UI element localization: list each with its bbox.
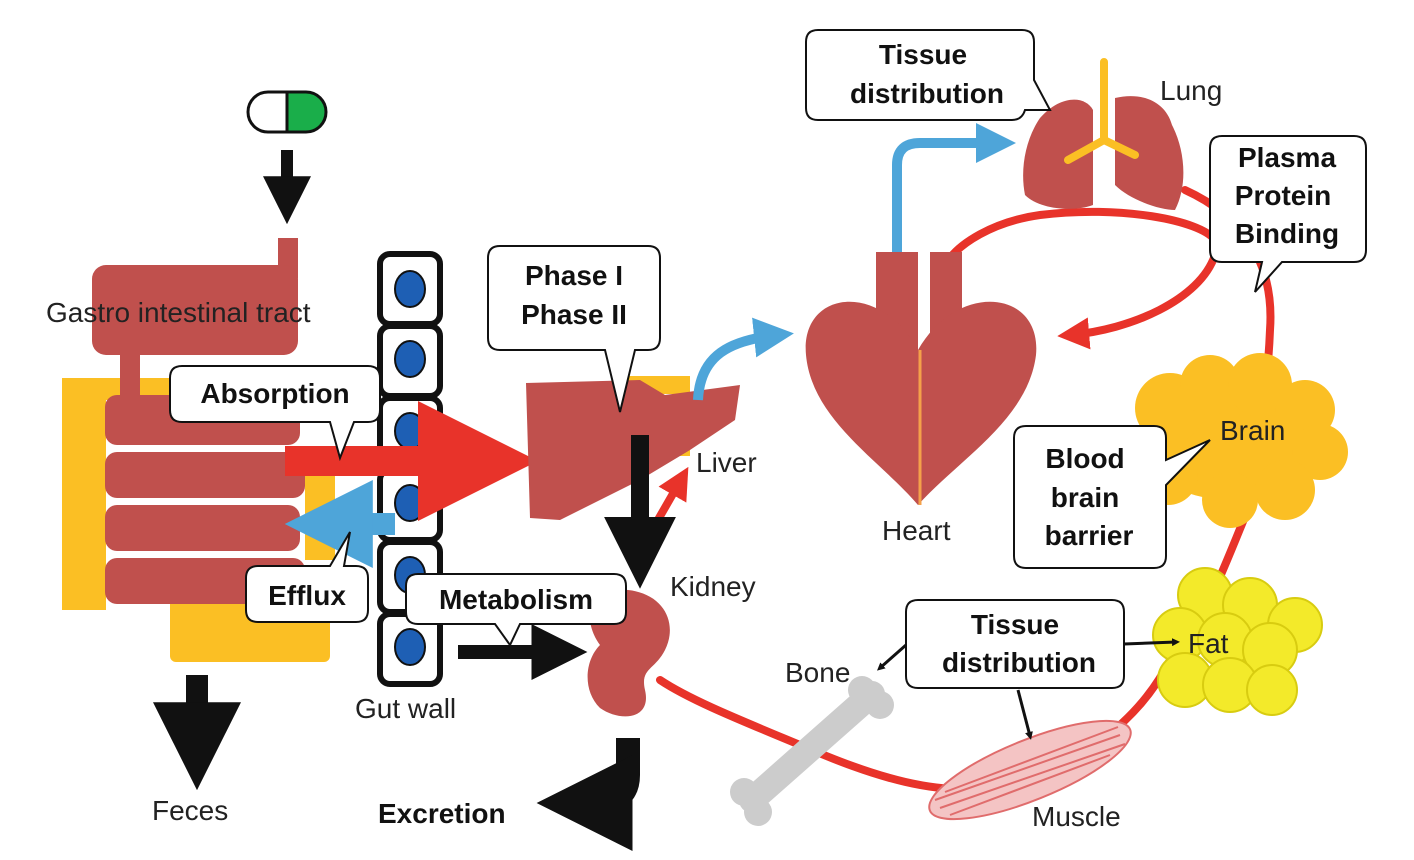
heart-to-lung-arrow: [892, 123, 1016, 252]
fat-label: Fat: [1188, 628, 1229, 659]
gut-wall-cell: [377, 323, 443, 399]
gi-tract-label: Gastro intestinal tract: [46, 297, 311, 328]
liver-label: Liver: [696, 447, 757, 478]
tissue-distribution-bottom-callout: Tissue distribution: [905, 599, 1125, 689]
metabolism-text: Metabolism: [439, 584, 593, 615]
efflux-text: Efflux: [268, 580, 346, 611]
bone-shape: [730, 676, 894, 826]
ppb-line-2: Protein: [1235, 180, 1331, 211]
feces-label: Feces: [152, 795, 228, 826]
tissue-top-line-1: Tissue: [879, 39, 967, 70]
blood-brain-barrier-callout: Blood brain barrier: [1013, 425, 1211, 569]
phase-2-text: Phase II: [521, 299, 627, 330]
brain-label: Brain: [1220, 415, 1285, 446]
tissue-bottom-line-2: distribution: [942, 647, 1096, 678]
bbb-line-1: Blood: [1045, 443, 1124, 474]
to-muscle-arrow: [1016, 689, 1033, 740]
tissue-distribution-top-callout: Tissue distribution: [805, 29, 1052, 121]
fat-shape: [1152, 567, 1323, 716]
phase-callout: Phase I Phase II: [487, 245, 661, 413]
bbb-line-2: brain: [1051, 482, 1119, 513]
lung-shape: [1023, 58, 1184, 210]
to-fat-arrow: [1123, 638, 1180, 647]
absorption-callout: Absorption: [169, 365, 381, 462]
tissue-top-line-2: distribution: [850, 78, 1004, 109]
excretion-label: Excretion: [378, 798, 506, 829]
muscle-shape: [928, 719, 1132, 821]
bone-label: Bone: [785, 657, 850, 688]
metabolism-callout: Metabolism: [405, 573, 627, 647]
efflux-callout: Efflux: [245, 531, 369, 623]
excretion-arrow: [536, 738, 640, 851]
to-bone-arrow: [877, 643, 907, 671]
bbb-line-3: barrier: [1045, 520, 1134, 551]
absorption-text: Absorption: [200, 378, 349, 409]
ppb-line-1: Plasma: [1238, 142, 1336, 173]
brain-shape: [1135, 353, 1348, 528]
kidney-label: Kidney: [670, 571, 756, 602]
liver-to-heart-arrow: [693, 317, 794, 401]
tissue-bottom-line-1: Tissue: [971, 609, 1059, 640]
muscle-label: Muscle: [1032, 801, 1121, 832]
gut-wall-cell: [377, 251, 443, 327]
ppb-line-3: Binding: [1235, 218, 1339, 249]
heart-label: Heart: [882, 515, 951, 546]
gut-wall-label: Gut wall: [355, 693, 456, 724]
heart-shape: [805, 252, 1037, 505]
phase-1-text: Phase I: [525, 260, 623, 291]
pill-icon: [246, 90, 328, 134]
plasma-protein-binding-callout: Plasma Protein Binding: [1209, 135, 1367, 293]
lung-label: Lung: [1160, 75, 1222, 106]
